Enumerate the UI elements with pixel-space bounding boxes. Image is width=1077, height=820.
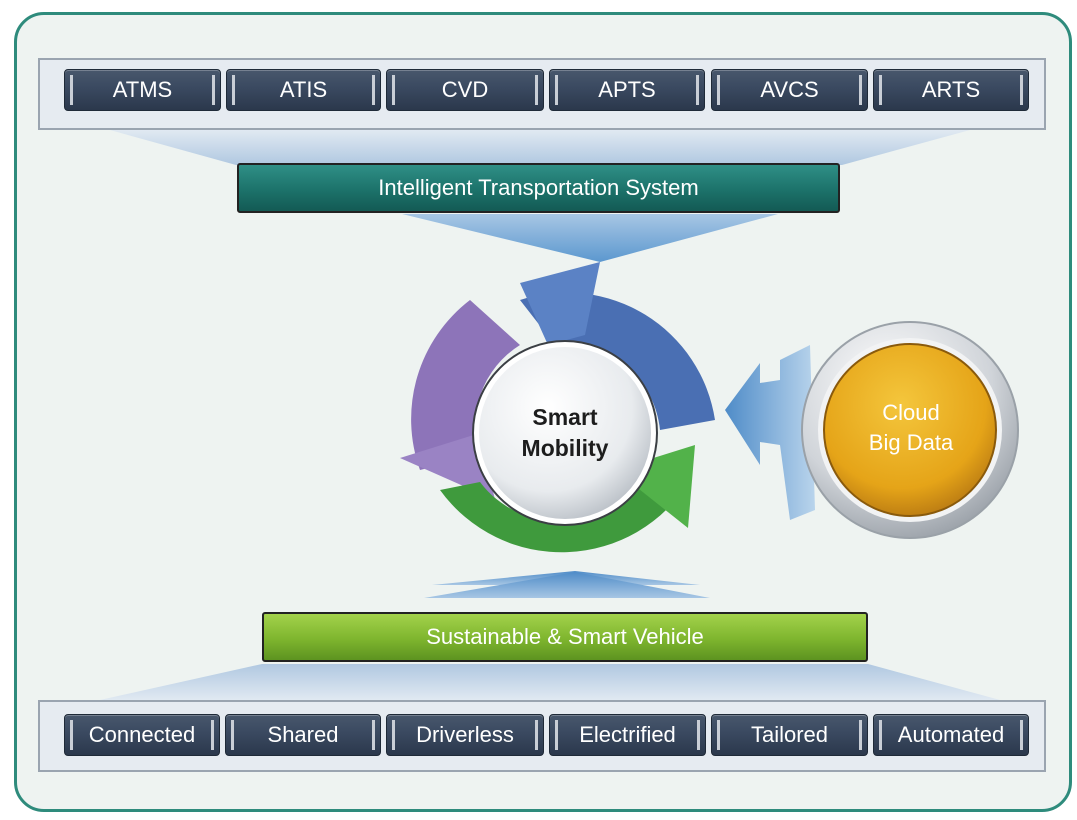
chip-driverless[interactable]: Driverless: [386, 714, 544, 756]
ssv-banner: Sustainable & Smart Vehicle: [262, 612, 868, 662]
its-banner: Intelligent Transportation System: [237, 163, 840, 213]
cloud-line-1: Cloud: [882, 400, 940, 425]
smart-mobility-label: Smart Mobility: [476, 344, 654, 522]
chip-avcs[interactable]: AVCS: [711, 69, 868, 111]
chip-connected[interactable]: Connected: [64, 714, 220, 756]
top-funnel: [110, 130, 970, 262]
chip-shared[interactable]: Shared: [225, 714, 381, 756]
chip-arts[interactable]: ARTS: [873, 69, 1029, 111]
chip-automated[interactable]: Automated: [873, 714, 1029, 756]
chip-apts[interactable]: APTS: [549, 69, 705, 111]
chip-atms[interactable]: ATMS: [64, 69, 221, 111]
cycle-arrows-icon: [400, 262, 715, 553]
center-line-1: Smart: [532, 404, 598, 430]
cloud-label: Cloud Big Data: [826, 343, 996, 513]
down-arrow-icon: [402, 214, 778, 262]
chip-cvd[interactable]: CVD: [386, 69, 544, 111]
bottom-funnel: [100, 571, 1000, 700]
chip-atis[interactable]: ATIS: [226, 69, 381, 111]
cloud-big-data-circle: [801, 321, 1019, 539]
left-arrow-icon: [725, 345, 815, 520]
chip-electrified[interactable]: Electrified: [549, 714, 706, 756]
cloud-line-2: Big Data: [868, 430, 954, 455]
chip-tailored[interactable]: Tailored: [711, 714, 868, 756]
center-line-2: Mobility: [521, 435, 609, 461]
